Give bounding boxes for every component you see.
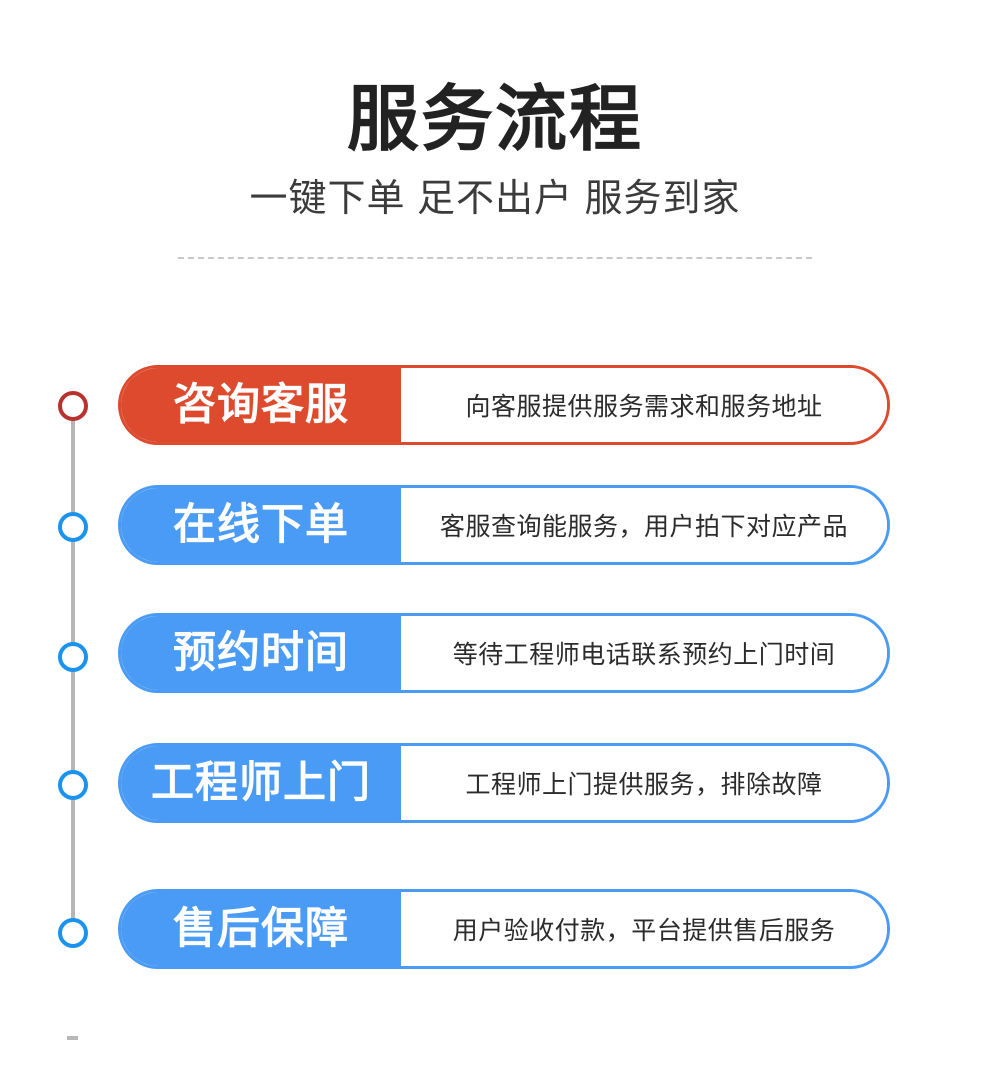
step-row-4: 工程师上门 工程师上门提供服务，排除故障 [118, 743, 890, 823]
step-gap-2 [118, 565, 890, 613]
timeline-dot-step-5 [58, 918, 88, 948]
page-title: 服务流程 [346, 80, 643, 160]
step-row-5: 售后保障 用户验收付款，平台提供售后服务 [118, 889, 890, 969]
timeline [0, 365, 130, 1065]
step-description-4: 工程师上门提供服务，排除故障 [401, 746, 887, 820]
step-label-5: 售后保障 [121, 892, 401, 966]
step-gap-4 [118, 823, 890, 889]
timeline-end-marker [67, 1036, 78, 1040]
step-label-2: 在线下单 [121, 488, 401, 562]
step-description-1: 向客服提供服务需求和服务地址 [401, 368, 887, 442]
step-label-1: 咨询客服 [121, 368, 401, 442]
step-gap-1 [118, 445, 890, 485]
timeline-line [71, 405, 75, 948]
step-row-1: 咨询客服 向客服提供服务需求和服务地址 [118, 365, 890, 445]
step-description-5: 用户验收付款，平台提供售后服务 [401, 892, 887, 966]
timeline-dot-step-4 [58, 770, 88, 800]
step-description-2: 客服查询能服务，用户拍下对应产品 [401, 488, 887, 562]
step-list: 咨询客服 向客服提供服务需求和服务地址 在线下单 客服查询能服务，用户拍下对应产… [118, 365, 890, 969]
timeline-dot-step-1 [58, 391, 88, 421]
step-description-3: 等待工程师电话联系预约上门时间 [401, 616, 887, 690]
page-subtitle: 一键下单 足不出户 服务到家 [249, 178, 741, 220]
step-gap-3 [118, 693, 890, 743]
header-divider [178, 257, 812, 259]
step-row-2: 在线下单 客服查询能服务，用户拍下对应产品 [118, 485, 890, 565]
timeline-dot-step-2 [58, 512, 88, 542]
step-label-4: 工程师上门 [121, 746, 401, 820]
step-row-3: 预约时间 等待工程师电话联系预约上门时间 [118, 613, 890, 693]
step-label-3: 预约时间 [121, 616, 401, 690]
timeline-dot-step-3 [58, 642, 88, 672]
header: 服务流程 一键下单 足不出户 服务到家 [0, 0, 990, 222]
